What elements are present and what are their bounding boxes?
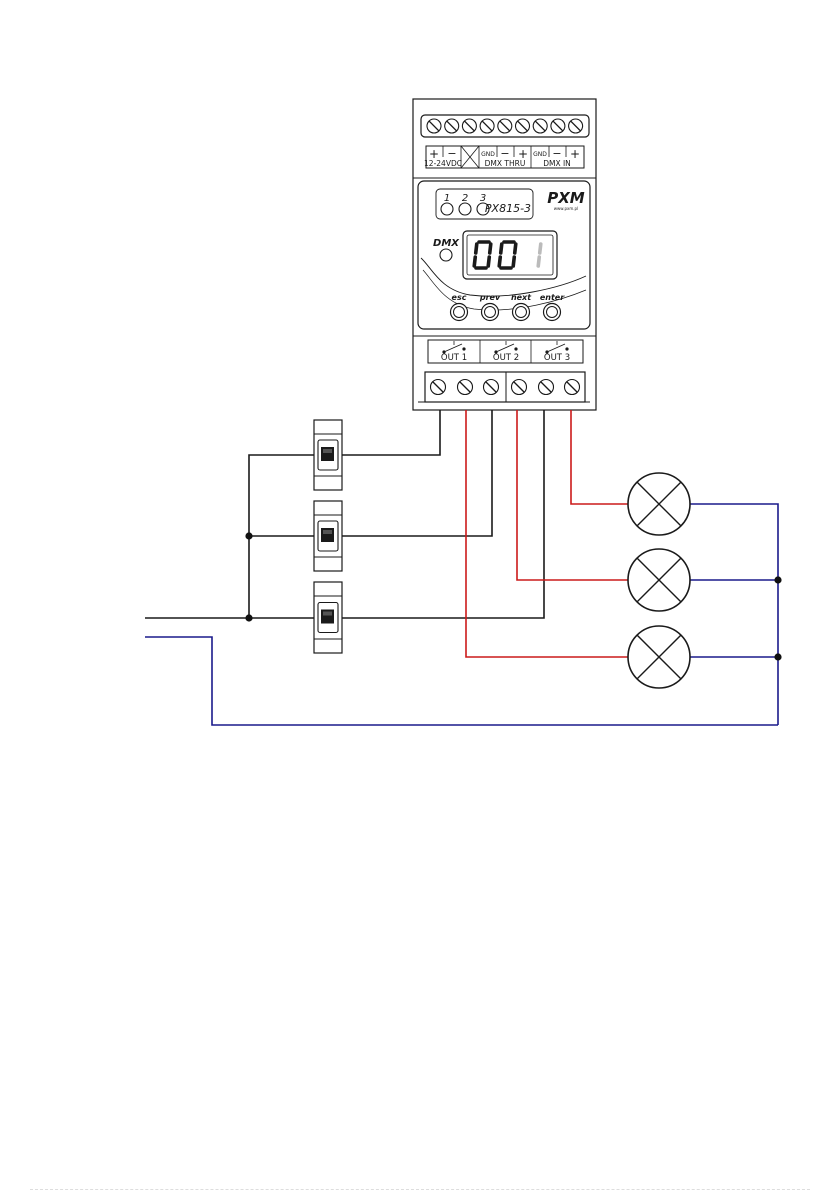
bottom-terminal-block [418, 372, 590, 402]
dmx-thru-gnd-label: GND [481, 151, 495, 158]
screw-terminal-icon [431, 380, 446, 395]
screw-terminal-icon [533, 119, 547, 133]
wall-switch-2 [314, 501, 342, 571]
model-label: PX815-3 [485, 202, 531, 215]
esc-button[interactable]: esc [451, 293, 468, 321]
phase-wiring [466, 410, 628, 657]
junction-dot-icon [245, 532, 252, 539]
display-segment [540, 244, 541, 253]
lamp-3 [628, 626, 690, 688]
screw-terminal-icon [569, 119, 583, 133]
screw-terminal-icon [427, 119, 441, 133]
neutral-lamp-1 [690, 504, 778, 725]
led-2-label: 2 [462, 193, 468, 204]
display-segment [476, 244, 477, 253]
power-voltage-label: 12-24VDC [424, 159, 462, 168]
wall-switch-1 [314, 420, 342, 490]
bottom-terminal-strip [425, 372, 585, 402]
switch-1-to-input [342, 410, 440, 455]
display-segment [538, 257, 539, 266]
junction-dot-icon [774, 653, 781, 660]
screw-terminal-icon [539, 380, 554, 395]
screw-terminal-icon [498, 119, 512, 133]
output-led-2 [459, 203, 471, 215]
dmx-in-label: DMX IN [543, 159, 571, 168]
screw-terminal-icon [512, 380, 527, 395]
out-3-label: OUT 3 [544, 353, 570, 363]
page-bottom-rule [30, 1189, 810, 1190]
screw-terminal-icon [484, 380, 499, 395]
lamps [628, 473, 690, 688]
dmx-in-gnd-label: GND [533, 151, 547, 158]
prev-button-label: prev [479, 293, 501, 302]
junction-dot-icon [774, 576, 781, 583]
brand-url-text: www.pxm.pl [554, 206, 578, 211]
wall-switches [314, 420, 342, 653]
wall-switch-3 [314, 582, 342, 653]
screw-terminal-icon [551, 119, 565, 133]
px815-device: + − 12-24VDC GND − + DMX THRU GND − + DM… [413, 99, 596, 410]
screw-terminal-icon [458, 380, 473, 395]
screw-terminal-icon [480, 119, 494, 133]
display-segment [501, 244, 502, 253]
display-segment [490, 244, 491, 253]
switch-2-to-input [342, 410, 492, 536]
screw-terminal-icon [445, 119, 459, 133]
display-segment [513, 257, 514, 266]
out-2-label: OUT 2 [493, 353, 519, 363]
output-led-1 [441, 203, 453, 215]
top-terminal-block [421, 115, 589, 137]
dmx-led [440, 249, 452, 261]
screw-terminal-icon [462, 119, 476, 133]
switch-wiring [145, 410, 544, 618]
display-segment [474, 257, 475, 266]
led-1-label: 1 [444, 193, 450, 204]
top-terminal-labels: + − 12-24VDC GND − + DMX THRU GND − + DM… [424, 146, 584, 168]
enter-button-label: enter [540, 293, 565, 302]
display-segment [488, 257, 489, 266]
display-segment [515, 244, 516, 253]
next-button-label: next [511, 293, 532, 302]
dmx-indicator-label: DMX [433, 238, 460, 249]
phase-wire-lamp-2 [517, 410, 628, 580]
dmx-in-plus-label: + [570, 147, 580, 161]
phase-wire-lamp-3 [466, 410, 628, 657]
switch-3-to-input [342, 410, 544, 618]
out-1-label: OUT 1 [441, 353, 467, 363]
junction-dot-icon [245, 614, 252, 621]
phase-wire-lamp-1 [571, 410, 628, 504]
screw-terminal-icon [516, 119, 530, 133]
display-segment [499, 257, 500, 266]
lamp-1 [628, 473, 690, 535]
brand-logo-text: PXM [547, 189, 585, 207]
lamp-2 [628, 549, 690, 611]
esc-button-label: esc [452, 293, 467, 302]
neutral-wiring [145, 504, 778, 725]
dmx-thru-label: DMX THRU [485, 159, 526, 168]
screw-terminal-icon [565, 380, 580, 395]
